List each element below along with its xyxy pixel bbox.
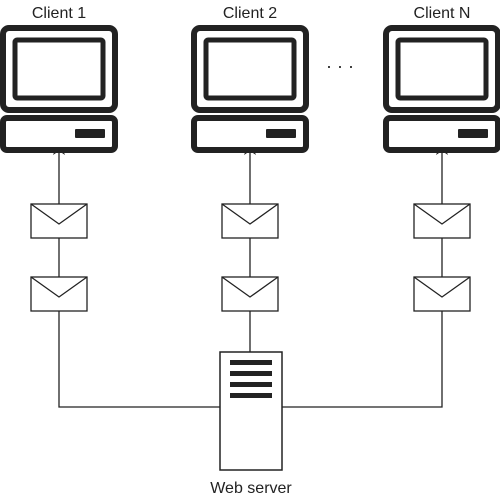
- envelope-icon: [30, 276, 88, 312]
- ellipsis: · · ·: [326, 56, 354, 76]
- client-2-label: Client 2: [223, 5, 277, 22]
- envelope-icon: [413, 203, 471, 239]
- envelope-icon: [221, 276, 279, 312]
- client-1-label: Client 1: [32, 5, 86, 22]
- envelope-icon: [413, 276, 471, 312]
- envelope-icon: [30, 203, 88, 239]
- client-2-computer-icon: [194, 28, 306, 150]
- envelope-icon: [221, 203, 279, 239]
- client-n-label: Client N: [414, 5, 471, 22]
- server-tower-icon: [219, 351, 283, 471]
- server-label: Web server: [210, 480, 292, 497]
- client-1-computer-icon: [3, 28, 115, 150]
- client-n-computer-icon: [386, 28, 498, 150]
